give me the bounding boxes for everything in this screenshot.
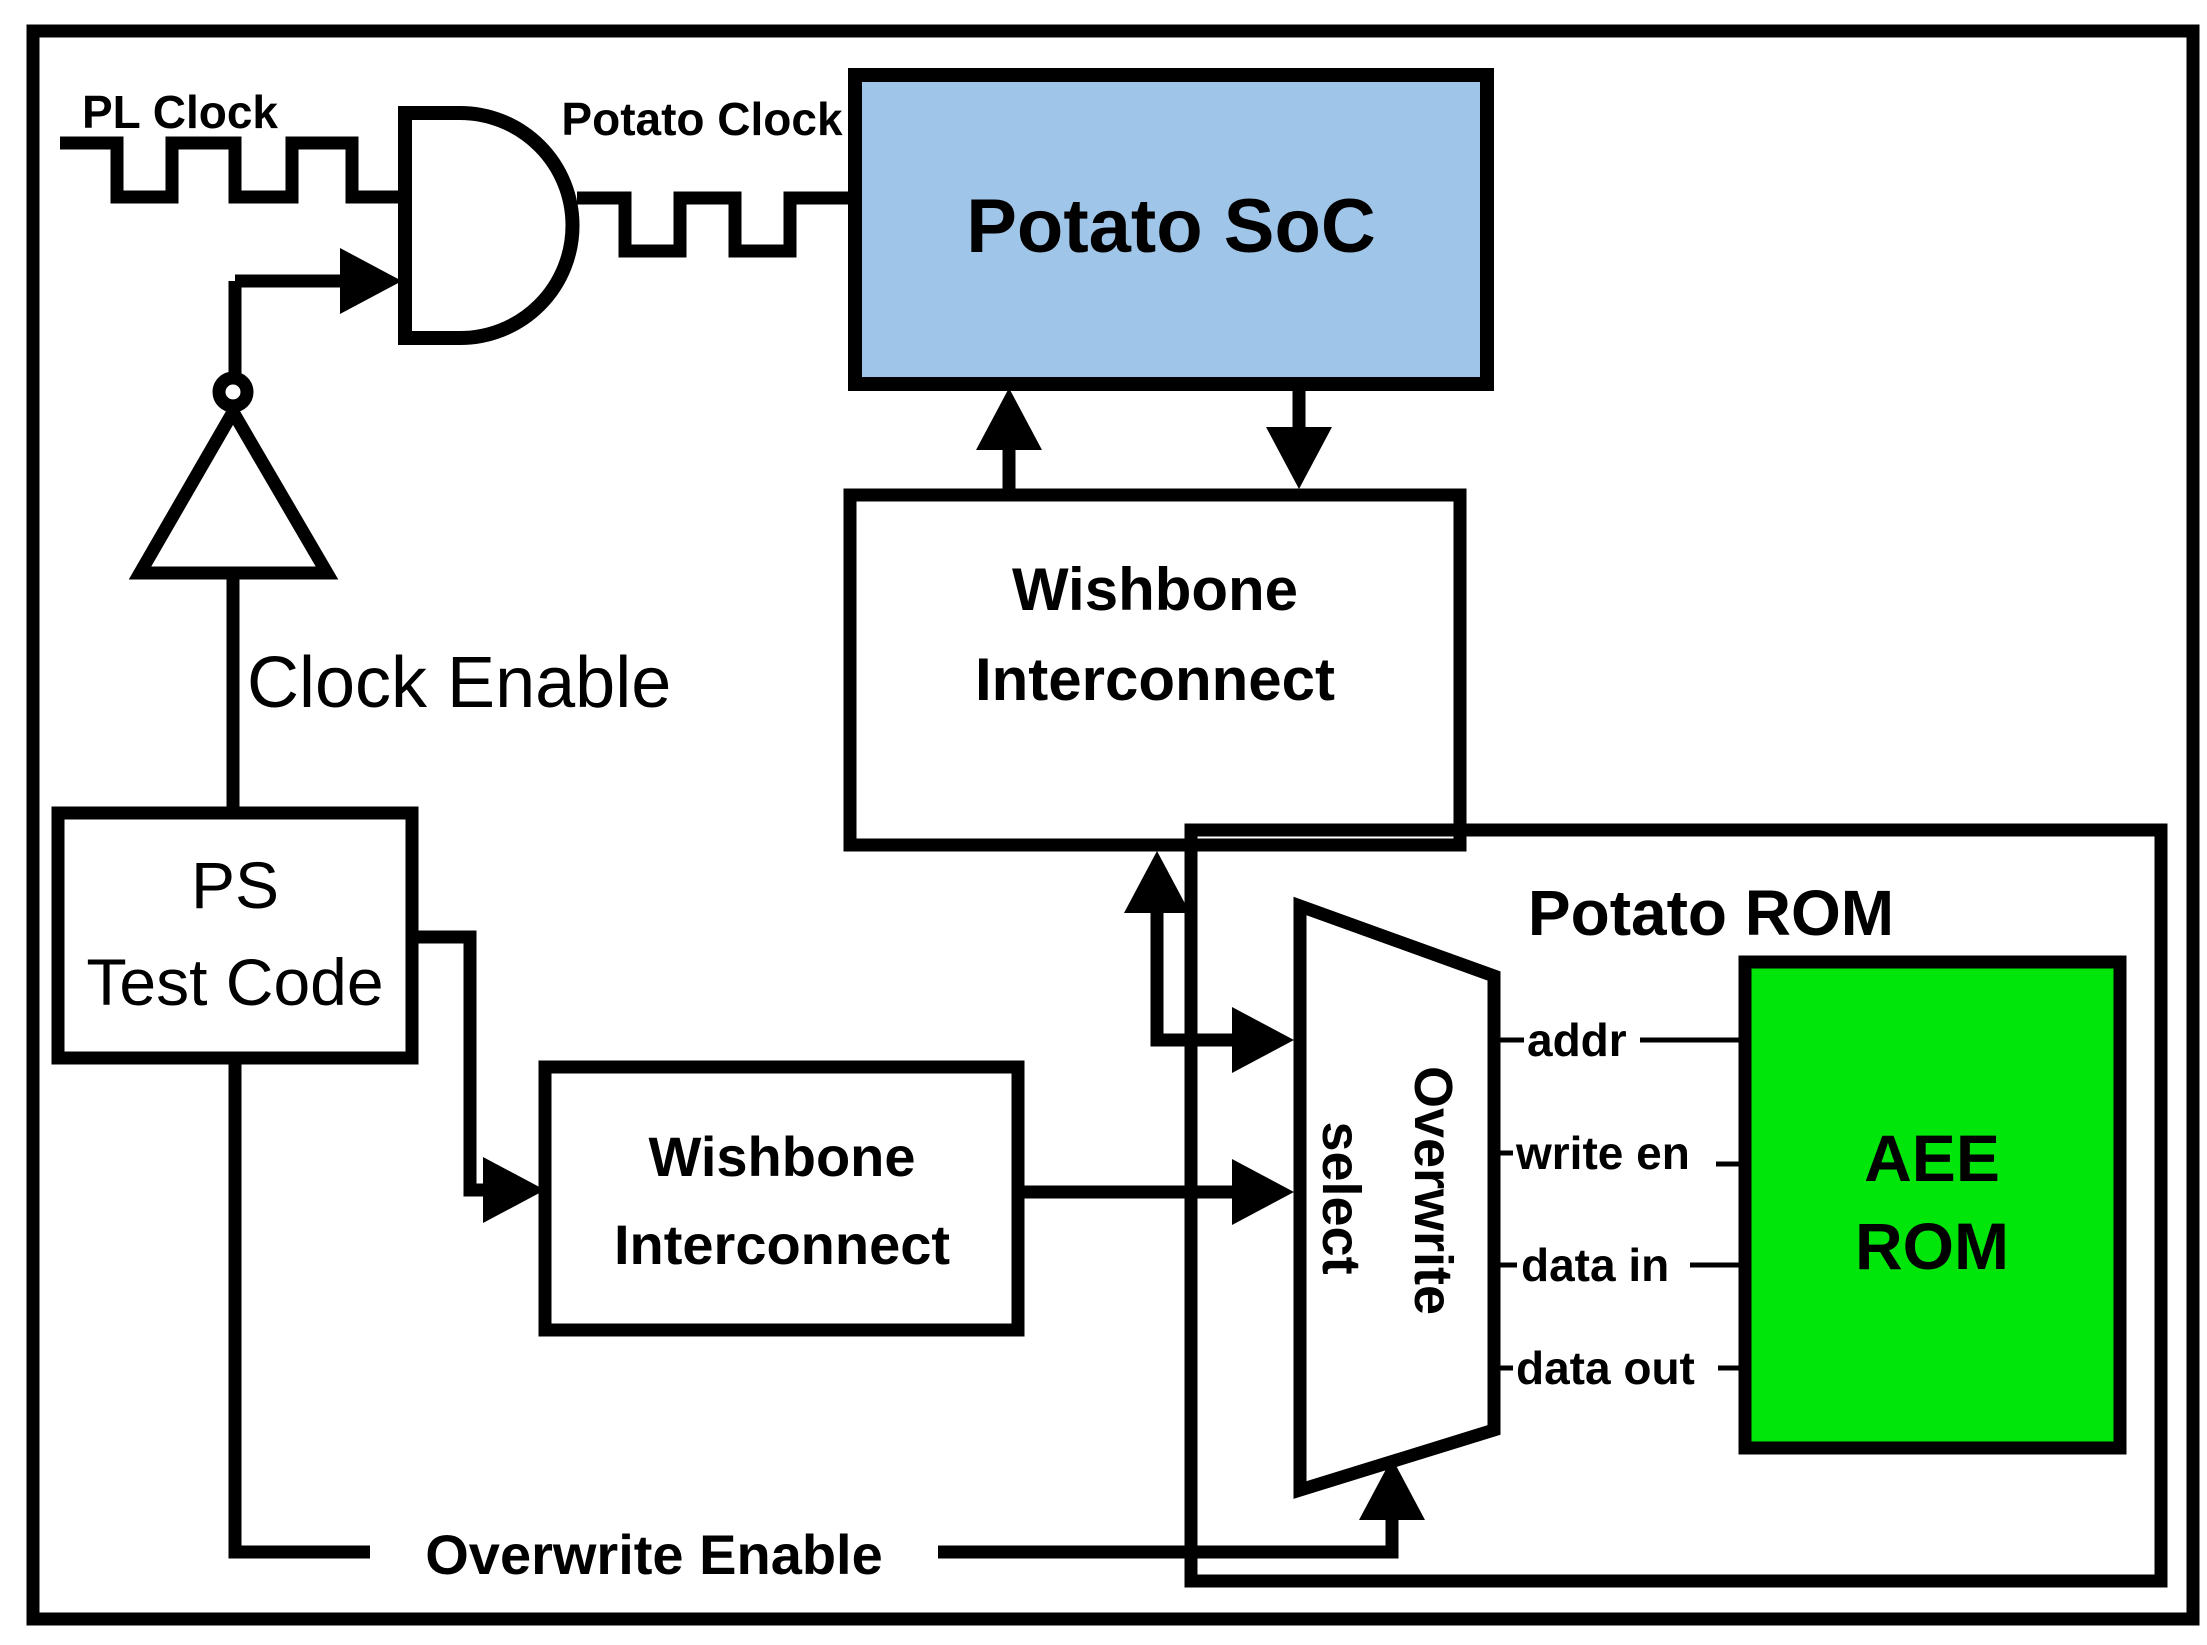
overwrite-select-label: Overwrite select [1311, 1066, 1463, 1330]
arrowhead-into-wishbone-bottom [1124, 851, 1190, 913]
arrowhead-into-mux-select [1359, 1458, 1425, 1520]
aee-rom-label-line1: AEE [1864, 1121, 2000, 1195]
wishbone-bottom-label-line2: Interconnect [614, 1213, 950, 1276]
inverter-icon [128, 399, 339, 580]
wishbone-interconnect-bottom-box [538, 1060, 1025, 1337]
rom-to-wishbone-line [1150, 893, 1240, 1047]
potato-rom-label: Potato ROM [1528, 877, 1894, 949]
port-label-addr: addr [1527, 1014, 1627, 1066]
overwrite-select-line1: Overwrite [1403, 1066, 1463, 1315]
ps-to-wishbone-line [412, 930, 490, 1197]
arrowhead-into-wishbone-lower [483, 1157, 545, 1223]
arrowhead-into-mux-addr [1232, 1007, 1294, 1073]
potato-clock-label: Potato Clock [561, 93, 843, 145]
ps-test-code-label-line1: PS [191, 848, 279, 922]
diagram-border [26, 24, 2200, 1626]
overwrite-enable-label: Overwrite Enable [425, 1523, 883, 1586]
arrowhead-into-soc [976, 388, 1042, 450]
wishbone-top-label-line2: Interconnect [975, 646, 1335, 713]
clock-enable-label: Clock Enable [247, 643, 671, 723]
ps-test-code-label-line2: Test Code [86, 945, 383, 1019]
port-label-data-in: data in [1521, 1239, 1669, 1291]
aee-rom-label-line2: ROM [1855, 1209, 2009, 1283]
potato-soc-box [848, 68, 1494, 391]
port-label-write-en: write en [1515, 1127, 1690, 1179]
aee-rom-box [1738, 955, 2127, 1455]
arrowhead-into-wishbone-top [1266, 427, 1332, 489]
overwrite-enable-label-bg [370, 1516, 938, 1586]
port-label-data-out: data out [1516, 1342, 1695, 1394]
wishbone-interconnect-top-box [843, 488, 1467, 852]
arrowhead-into-gate [340, 248, 402, 314]
pl-clock-label: PL Clock [82, 86, 278, 138]
and-gate-icon [398, 106, 580, 345]
potato-soc-label: Potato SoC [966, 184, 1376, 269]
potato-rom-box [1184, 823, 2168, 1588]
wishbone-bottom-label-line1: Wishbone [648, 1125, 915, 1188]
overwrite-select-line2: select [1311, 1121, 1371, 1274]
pl-clock-waveform-icon [60, 136, 405, 204]
potato-clock-waveform-icon [577, 191, 855, 258]
overwrite-select-mux [1293, 896, 1501, 1499]
arrowhead-into-mux-write [1232, 1159, 1294, 1225]
wishbone-top-label-line1: Wishbone [1012, 556, 1298, 623]
